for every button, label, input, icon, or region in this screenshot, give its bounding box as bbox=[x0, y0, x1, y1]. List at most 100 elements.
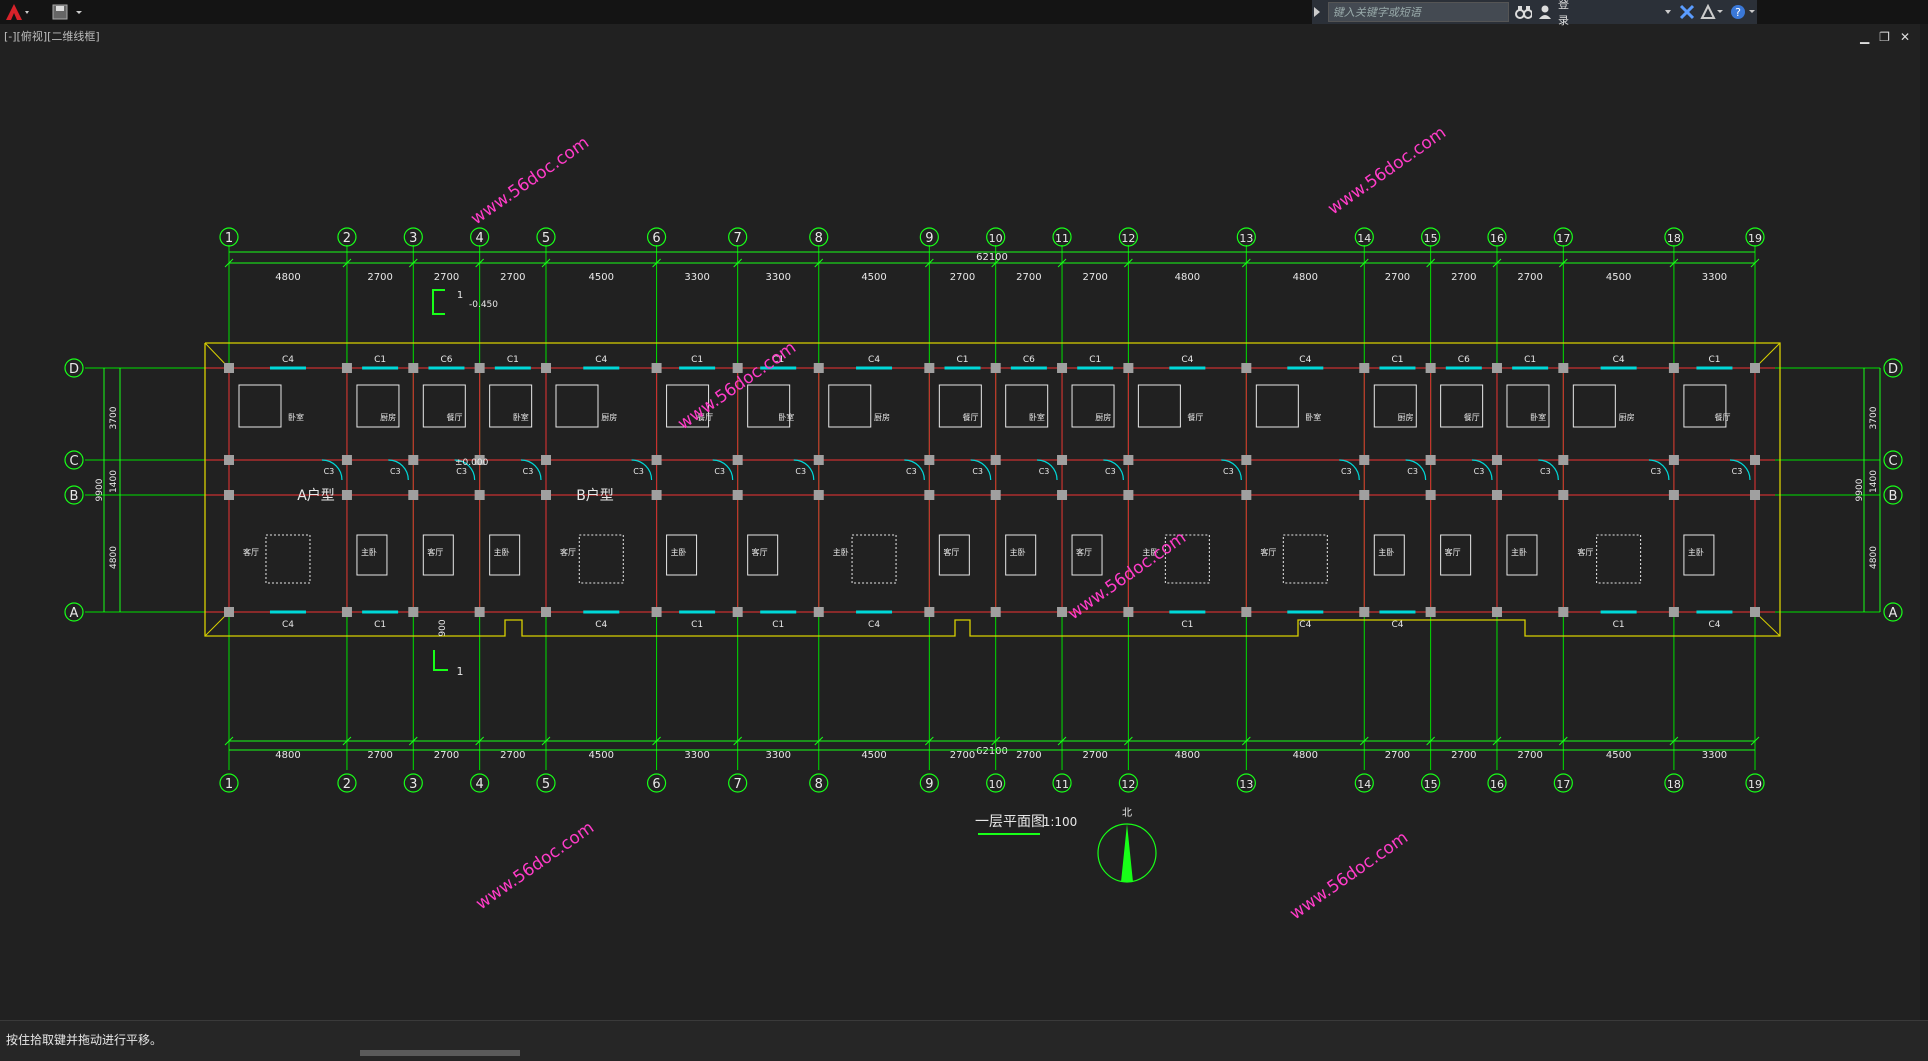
column-mark bbox=[651, 490, 662, 500]
column-mark bbox=[341, 490, 352, 500]
dimension-text: 4800 bbox=[1293, 272, 1318, 283]
binoculars-icon[interactable] bbox=[1514, 4, 1533, 20]
expand-arrow-icon[interactable] bbox=[1312, 5, 1322, 19]
column-mark bbox=[224, 490, 234, 500]
grid-bubble-number: 15 bbox=[1424, 778, 1438, 791]
dimension-text: 3300 bbox=[765, 272, 790, 283]
column-mark bbox=[924, 490, 935, 500]
dimension-tick bbox=[541, 736, 551, 746]
room-label: 主卧 bbox=[1378, 547, 1394, 557]
grid-bubble-number: 11 bbox=[1055, 778, 1069, 791]
grid-bubble bbox=[1664, 773, 1684, 793]
grid-bubble bbox=[1883, 602, 1903, 622]
column-mark bbox=[1057, 455, 1068, 465]
column-mark bbox=[1123, 607, 1134, 617]
dimension-tick bbox=[1492, 258, 1502, 268]
grid-bubble-number: 1 bbox=[225, 777, 233, 792]
autodesk-app-icon[interactable] bbox=[1700, 4, 1724, 20]
column-mark bbox=[990, 363, 1001, 373]
grid-bubble bbox=[986, 227, 1006, 247]
autocad-logo-icon bbox=[6, 4, 29, 20]
grid-bubble-letter: A bbox=[1889, 606, 1898, 621]
grid-bubble bbox=[1052, 227, 1072, 247]
restore-icon[interactable]: ❐ bbox=[1879, 30, 1890, 44]
exchange-icon[interactable] bbox=[1679, 4, 1695, 20]
dimension-text: 2700 bbox=[434, 750, 459, 761]
window-label: C1 bbox=[374, 355, 386, 365]
dimension-text: 2700 bbox=[434, 272, 459, 283]
grid-bubble-number: 13 bbox=[1239, 778, 1253, 791]
grid-bubble-letter: B bbox=[1889, 489, 1898, 504]
column-mark bbox=[732, 607, 743, 617]
window-label: C4 bbox=[868, 620, 880, 630]
room-label: 餐厅 bbox=[697, 413, 713, 422]
dimension-text: 2700 bbox=[1451, 750, 1476, 761]
column-mark bbox=[813, 607, 824, 617]
horizontal-scrollbar[interactable] bbox=[360, 1050, 520, 1056]
column-mark bbox=[1359, 363, 1370, 373]
grid-bubble-number: 9 bbox=[925, 777, 933, 792]
room-label: 客厅 bbox=[427, 547, 443, 557]
minimize-icon[interactable]: ▁ bbox=[1859, 30, 1870, 44]
dimension-tick bbox=[1750, 258, 1760, 268]
grid-bubble-number: 1 bbox=[225, 231, 233, 246]
side-dimension-text: 1400 bbox=[1869, 470, 1879, 493]
furniture-sofa bbox=[422, 534, 454, 576]
dimension-text: 4500 bbox=[589, 750, 614, 761]
furniture-sofa bbox=[1373, 534, 1405, 576]
grid-bubble-number: 12 bbox=[1121, 778, 1135, 791]
door-label: C3 bbox=[1732, 467, 1743, 476]
column-mark bbox=[1057, 363, 1068, 373]
close-icon[interactable]: ✕ bbox=[1899, 30, 1910, 44]
window-label: C1 bbox=[1708, 355, 1720, 365]
quick-access-button[interactable] bbox=[52, 2, 86, 22]
window-label: C1 bbox=[691, 355, 703, 365]
window-label: C6 bbox=[440, 355, 452, 365]
grid-bubble-number: 15 bbox=[1424, 232, 1438, 245]
dimension-tick bbox=[408, 258, 418, 268]
viewport-label[interactable]: [-][俯视][二维线框] bbox=[4, 30, 100, 43]
grid-bubble-number: 9 bbox=[925, 231, 933, 246]
login-button[interactable]: 登录 bbox=[1557, 0, 1569, 27]
furniture-bed bbox=[1683, 384, 1727, 428]
column-mark bbox=[651, 607, 662, 617]
dimension-text: 2700 bbox=[500, 750, 525, 761]
dimension-text: 4800 bbox=[1175, 272, 1200, 283]
column-mark bbox=[1558, 363, 1569, 373]
room-label: 卧室 bbox=[288, 412, 304, 422]
search-input[interactable] bbox=[1327, 2, 1509, 22]
grid-bubble-number: 6 bbox=[652, 777, 660, 792]
column-mark bbox=[813, 363, 824, 373]
door-label: C3 bbox=[456, 467, 467, 476]
unit-label-b: B户型 bbox=[576, 487, 614, 504]
section-mark bbox=[432, 289, 445, 315]
window-label: C4 bbox=[1708, 620, 1720, 630]
column-mark bbox=[732, 363, 743, 373]
vertical-scrollbar[interactable] bbox=[1920, 24, 1928, 1020]
window-label: C1 bbox=[1181, 620, 1193, 630]
login-dropdown-icon[interactable] bbox=[1585, 5, 1673, 19]
help-icon[interactable]: ? bbox=[1730, 4, 1757, 20]
watermark-text: www.56doc.com bbox=[472, 818, 598, 914]
window-label: C1 bbox=[1613, 620, 1625, 630]
room-label: 客厅 bbox=[560, 547, 576, 557]
door-label: C3 bbox=[1474, 467, 1485, 476]
window-label: C1 bbox=[772, 355, 784, 365]
room-label: 厨房 bbox=[380, 412, 396, 422]
dimension-tick bbox=[652, 736, 661, 746]
grid-bubble bbox=[1487, 773, 1507, 793]
column-mark bbox=[1668, 363, 1679, 373]
furniture-bed bbox=[356, 384, 400, 428]
door-swing bbox=[1648, 459, 1670, 481]
dimension-text: 3300 bbox=[765, 750, 790, 761]
room-label: 厨房 bbox=[1619, 412, 1635, 422]
dimension-text: 3300 bbox=[684, 272, 709, 283]
grid-bubble bbox=[646, 773, 667, 793]
column-mark bbox=[224, 363, 234, 373]
app-menu-button[interactable] bbox=[4, 2, 30, 22]
column-mark bbox=[474, 455, 485, 465]
command-line[interactable]: 按住拾取键并拖动进行平移。 bbox=[0, 1020, 1928, 1061]
room-label: 餐厅 bbox=[963, 413, 979, 422]
door-label: C3 bbox=[1540, 467, 1551, 476]
